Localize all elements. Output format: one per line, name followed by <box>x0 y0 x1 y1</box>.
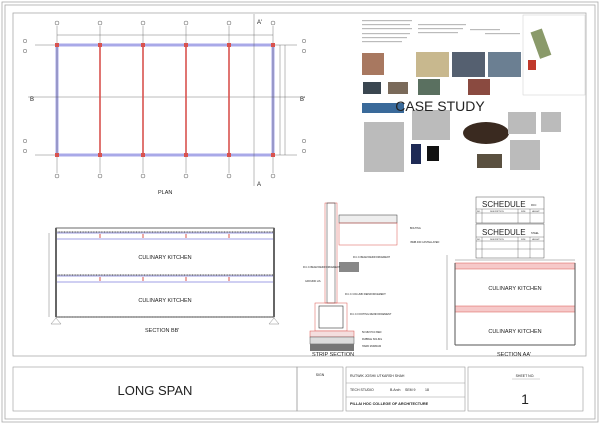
case-study-panel <box>362 14 586 172</box>
strip-label-rubble: RUBBLE SOLING <box>362 338 382 341</box>
schedule-rcc-col-no: NO. <box>477 211 481 213</box>
column <box>141 153 145 157</box>
schedule-steel-subtitle: STEEL <box>531 232 540 235</box>
section-mark-a-top: A' <box>257 20 262 26</box>
section-bb-room-upper: CULINARY KITCHEN <box>138 255 191 261</box>
schedule-rcc-col-description: DESCRIPTION <box>490 211 504 213</box>
student-names: RUTWIK JOSHI/ UTKARSH SHAH <box>350 374 405 378</box>
column <box>227 153 231 157</box>
grid-bubble <box>301 38 307 44</box>
column <box>141 43 145 47</box>
grid-bubble <box>22 148 28 154</box>
strip-label-ground: GROUND LVL <box>305 280 322 283</box>
grid-bubble <box>140 20 146 26</box>
plan-drawing <box>22 14 307 281</box>
schedule-rcc-col-height: HEIGHT <box>532 211 540 213</box>
section-aa-room-lower: CULINARY KITCHEN <box>488 329 541 335</box>
sign-label: SIGN <box>316 373 325 377</box>
schedule-rcc-subtitle: RCC <box>531 204 537 207</box>
grid-bubble <box>270 20 276 26</box>
grid-bubble <box>54 20 60 26</box>
strip-label-murram: HARD MURRAM <box>362 345 381 348</box>
strip-label-pcc: 50 MM PCC BED <box>362 331 382 334</box>
grid-bubble <box>22 38 28 44</box>
drawing-frame <box>12 12 587 357</box>
outer-border-inner <box>4 4 596 420</box>
grid-bubble <box>22 138 28 144</box>
grid-bubble <box>226 173 232 179</box>
grid-bubble <box>301 138 307 144</box>
strip-section-drawing <box>309 202 398 351</box>
semester: SEM 9 <box>405 388 416 392</box>
column <box>98 43 102 47</box>
strip-label-column: R.C.C COLUMN REINFORCEMENT <box>345 293 386 296</box>
grid-bubble <box>22 48 28 54</box>
column <box>55 43 59 47</box>
schedule-rcc-title: SCHEDULE <box>482 200 526 209</box>
course-name: TECH STUDIO <box>350 388 374 392</box>
strip-label-beam-1: R.C.C BEAM REINFORCEMENT <box>353 256 391 259</box>
section-bb-title: SECTION BB' <box>145 328 179 334</box>
college-name: PILLAI HOC COLLEGE OF ARCHITECTURE <box>350 402 429 406</box>
schedule-steel-col-no: NO. <box>477 239 481 241</box>
grid-bubble <box>140 173 146 179</box>
grid-bubble <box>54 173 60 179</box>
year: 18 <box>425 388 429 392</box>
strip-section-title: STRIP SECTION <box>312 352 354 358</box>
column <box>98 153 102 157</box>
schedule-steel <box>475 223 545 259</box>
grid-bubble <box>183 173 189 179</box>
schedule-rcc-col-size: SIZE <box>521 211 526 213</box>
column <box>184 43 188 47</box>
strip-label-ismb: ISMB 400 CASTELLATED <box>410 241 439 244</box>
case-study-title: CASE STUDY <box>395 98 485 114</box>
grid-bubble <box>270 173 276 179</box>
sheet-no-label: SHEET NO. <box>516 374 535 378</box>
section-mark-a-bottom: A <box>257 182 261 188</box>
schedule-rcc <box>475 196 545 224</box>
strip-label-footing: R.C.C FOOTING REINFORCEMENT <box>350 313 392 316</box>
section-mark-b-left: B <box>30 97 34 103</box>
title-block <box>12 366 584 412</box>
sheet-number: 1 <box>521 391 529 407</box>
grid-bubble <box>97 20 103 26</box>
column <box>227 43 231 47</box>
grid-bubble <box>183 20 189 26</box>
schedule-steel-col-height: HEIGHT <box>532 239 540 241</box>
degree: B.Arch <box>390 388 401 392</box>
section-aa-title: SECTION AA' <box>497 352 531 358</box>
schedule-steel-col-description: DESCRIPTION <box>490 239 504 241</box>
grid-bubble <box>301 48 307 54</box>
project-title: LONG SPAN <box>118 383 193 398</box>
section-aa-drawing <box>446 255 576 350</box>
plan-title: PLAN <box>158 190 172 196</box>
section-bb-room-lower: CULINARY KITCHEN <box>138 298 191 304</box>
schedule-steel-title: SCHEDULE <box>482 228 526 237</box>
strip-label-beam-2: R.C.C BEAM REINFORCEMENT <box>303 266 341 269</box>
schedule-steel-col-size: SIZE <box>521 239 526 241</box>
column <box>184 153 188 157</box>
column <box>271 43 275 47</box>
section-aa-room-upper: CULINARY KITCHEN <box>488 286 541 292</box>
strip-label-bolting: BOLTING <box>410 227 421 230</box>
grid-bubble <box>226 20 232 26</box>
section-bb-drawing <box>48 227 280 325</box>
section-mark-b-right: B' <box>300 97 305 103</box>
grid-bubble <box>301 148 307 154</box>
site-map-image <box>522 14 586 96</box>
column <box>271 153 275 157</box>
grid-bubble <box>97 173 103 179</box>
column <box>55 153 59 157</box>
